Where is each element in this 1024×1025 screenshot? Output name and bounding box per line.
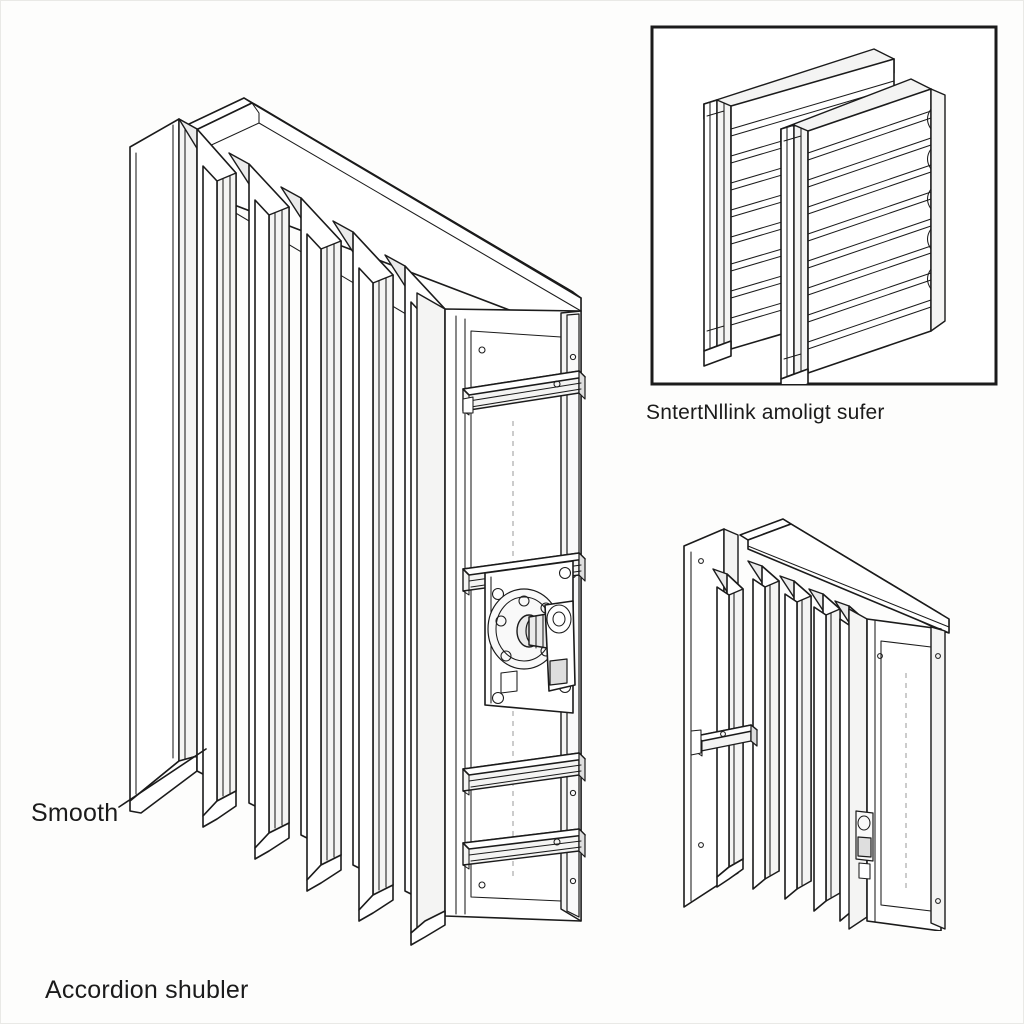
main-accordion-door-view	[129, 97, 586, 946]
panel-bottom-edges	[410, 910, 446, 946]
door-rail-bracket-4	[462, 828, 586, 870]
folded-door-figure	[683, 518, 950, 931]
door-lock-assembly	[484, 560, 576, 714]
door-rail-bracket-1	[462, 370, 586, 416]
folded-door-lock	[855, 810, 874, 880]
folded-panel-3	[779, 575, 812, 900]
folded-door-front-panel	[848, 608, 946, 931]
smooth-annotation-label: Smooth	[31, 799, 119, 827]
louver-panel-figure	[650, 25, 998, 386]
louver-panel-front	[780, 78, 946, 384]
folded-panel-4	[808, 588, 841, 912]
accordion-panel-4	[280, 186, 342, 892]
louver-panel-caption: SntertNllink amoligt sufer	[646, 401, 885, 424]
smooth-leader-line	[118, 748, 207, 808]
main-view-caption: Accordion shubler	[45, 976, 249, 1004]
front-door-panel	[416, 292, 586, 934]
accordion-panel-3	[228, 152, 290, 860]
door-rail-bracket-3	[462, 752, 586, 796]
folded-panel-2	[747, 560, 780, 890]
accordion-panel-2	[178, 118, 237, 828]
folded-door-header-rail	[739, 518, 950, 634]
folded-door-rail	[690, 724, 758, 757]
accordion-panel-1	[129, 118, 198, 814]
accordion-panel-5	[332, 220, 394, 922]
